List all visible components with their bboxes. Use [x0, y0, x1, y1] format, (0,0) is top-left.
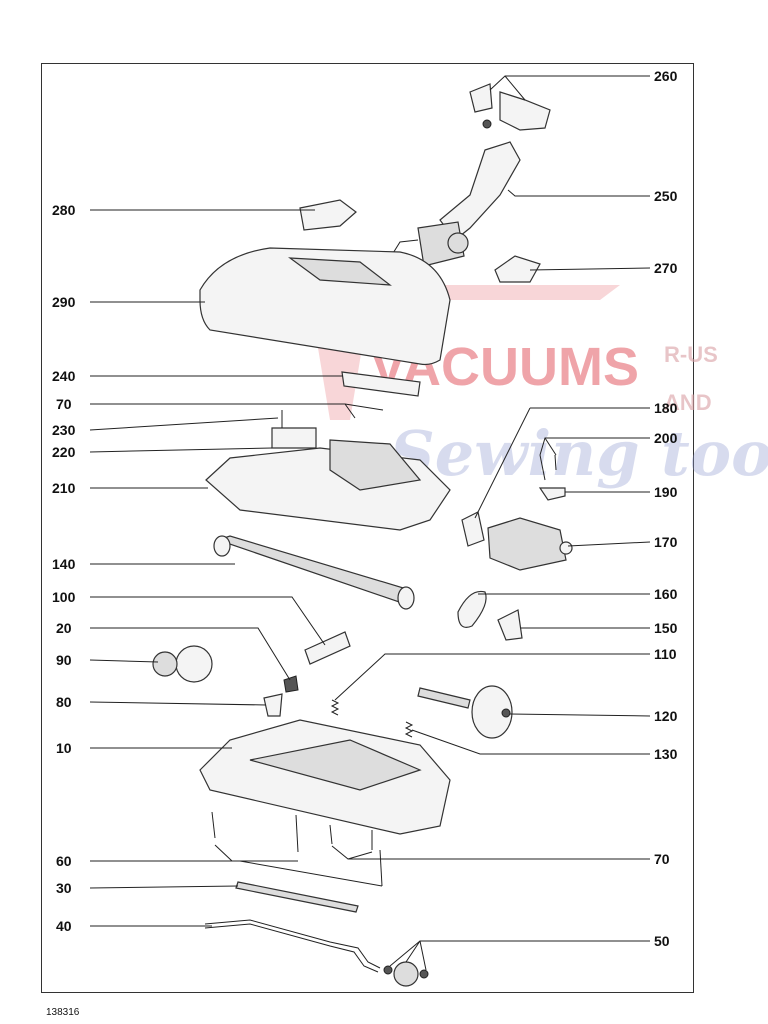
label-190: 190 — [654, 484, 678, 500]
part-60-70-screws — [211, 811, 383, 887]
watermark-side1: R-US — [664, 342, 718, 367]
part-260-handle-clip — [469, 83, 551, 131]
label-170: 170 — [654, 534, 678, 550]
label-290: 290 — [52, 294, 76, 310]
label-40: 40 — [56, 918, 72, 934]
watermark-line2: Sewing too — [390, 417, 768, 490]
part-270-bracket — [494, 255, 541, 283]
label-90: 90 — [56, 652, 72, 668]
label-80: 80 — [56, 694, 72, 710]
label-230: 230 — [52, 422, 76, 438]
part-20-clip — [283, 675, 299, 693]
label-130: 130 — [654, 746, 678, 762]
part-230-220-switch — [271, 410, 317, 449]
diagram-frame — [41, 63, 694, 993]
label-10: 10 — [56, 740, 72, 756]
part-120-rear-wheel — [417, 685, 513, 739]
part-250-hose-neck — [389, 141, 521, 267]
label-200: 200 — [654, 430, 678, 446]
part-140-brushroll — [213, 535, 415, 610]
part-150-pulley — [497, 609, 523, 641]
label-60: 60 — [56, 853, 72, 869]
part-210-chassis — [205, 439, 451, 531]
part-110-130-springs — [330, 699, 414, 738]
label-120: 120 — [654, 708, 678, 724]
label-50: 50 — [654, 933, 670, 949]
label-100: 100 — [52, 589, 76, 605]
label-70-top: 70 — [56, 396, 72, 412]
label-110: 110 — [654, 646, 677, 662]
label-240: 240 — [52, 368, 76, 384]
label-220: 220 — [52, 444, 76, 460]
label-260: 260 — [654, 68, 678, 84]
part-160-belt — [457, 590, 487, 628]
part-180-200-190-170-motor — [461, 454, 573, 571]
label-30: 30 — [56, 880, 72, 896]
label-140: 140 — [52, 556, 76, 572]
part-10-base — [199, 719, 451, 835]
part-240-strip — [341, 371, 421, 397]
label-160: 160 — [654, 586, 678, 602]
label-180: 180 — [654, 400, 678, 416]
label-20: 20 — [56, 620, 72, 636]
label-250: 250 — [654, 188, 678, 204]
leader-lines — [89, 75, 651, 971]
label-70-bottom: 70 — [654, 851, 670, 867]
part-100-plate — [304, 631, 351, 665]
part-40-axle — [204, 919, 381, 973]
label-150: 150 — [654, 620, 678, 636]
part-290-hood — [199, 247, 451, 366]
part-280-top-cover — [299, 199, 357, 231]
label-210: 210 — [52, 480, 76, 496]
catalog-number: 138316 — [46, 1007, 80, 1018]
label-280: 280 — [52, 202, 76, 218]
part-80-latch — [263, 693, 283, 717]
watermark-side2: AND — [664, 390, 712, 415]
part-90-wheel — [152, 645, 213, 683]
watermark: VACUUMS R-US AND Sewing too — [230, 285, 768, 490]
label-270: 270 — [654, 260, 678, 276]
part-30-strip — [235, 881, 359, 913]
